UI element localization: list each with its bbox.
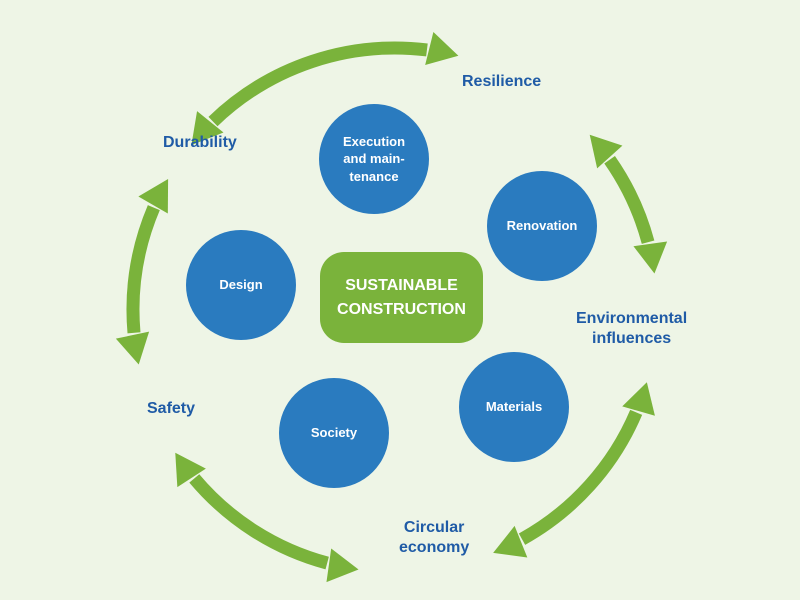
arrow-resilience-environmental-head-end	[633, 241, 668, 274]
aspect-environmental-line-2: influences	[592, 330, 672, 347]
arrow-environmental-circular	[493, 382, 655, 558]
topic-renovation: Renovation	[487, 171, 597, 281]
arrow-environmental-circular-head-end	[493, 525, 528, 558]
aspect-safety-label: Safety	[147, 400, 196, 417]
topic-design: Design	[186, 230, 296, 340]
aspect-circular-line-2: economy	[399, 539, 470, 556]
topic-execution-label: Execution and main- tenance	[342, 133, 406, 184]
arrow-safety-durability	[115, 179, 169, 365]
aspect-durability: Durability	[163, 133, 237, 153]
aspect-environmental-line-1: Environmental	[576, 310, 688, 327]
arrow-durability-resilience	[191, 32, 459, 146]
aspect-safety: Safety	[147, 399, 195, 419]
arrow-circular-safety-head-end	[175, 452, 206, 488]
topic-execution: Execution and main- tenance	[319, 104, 429, 214]
topic-renovation-label: Renovation	[506, 218, 578, 234]
arrow-safety-durability-head-end	[138, 179, 169, 214]
topic-materials: Materials	[459, 352, 569, 462]
aspect-resilience: Resilience	[462, 72, 541, 92]
aspect-environmental-influences: Environmental influences	[576, 309, 687, 349]
arrow-resilience-environmental-head-start	[589, 134, 623, 169]
arrow-resilience-environmental	[589, 134, 668, 274]
aspect-durability-label: Durability	[163, 134, 237, 151]
arrow-circular-safety-head-start	[326, 548, 359, 583]
center-line-2: CONSTRUCTION	[337, 300, 466, 318]
arrow-durability-resilience-head-end	[425, 32, 459, 66]
arrow-circular-safety	[175, 452, 359, 583]
aspect-circular-line-1: Circular	[403, 519, 465, 536]
center-sustainable-construction: SUSTAINABLE CONSTRUCTION	[320, 252, 483, 343]
arrow-environmental-circular-head-start	[622, 382, 655, 416]
topic-society: Society	[279, 378, 389, 488]
arrow-durability-resilience-head-start	[191, 111, 224, 146]
topic-society-label: Society	[310, 425, 358, 441]
aspect-resilience-label: Resilience	[462, 73, 542, 90]
topic-design-label: Design	[219, 277, 263, 293]
aspect-circular-economy: Circular economy	[399, 518, 469, 558]
arrow-safety-durability-head-start	[115, 331, 150, 365]
center-line-1: SUSTAINABLE	[345, 277, 458, 295]
topic-materials-label: Materials	[485, 399, 543, 415]
